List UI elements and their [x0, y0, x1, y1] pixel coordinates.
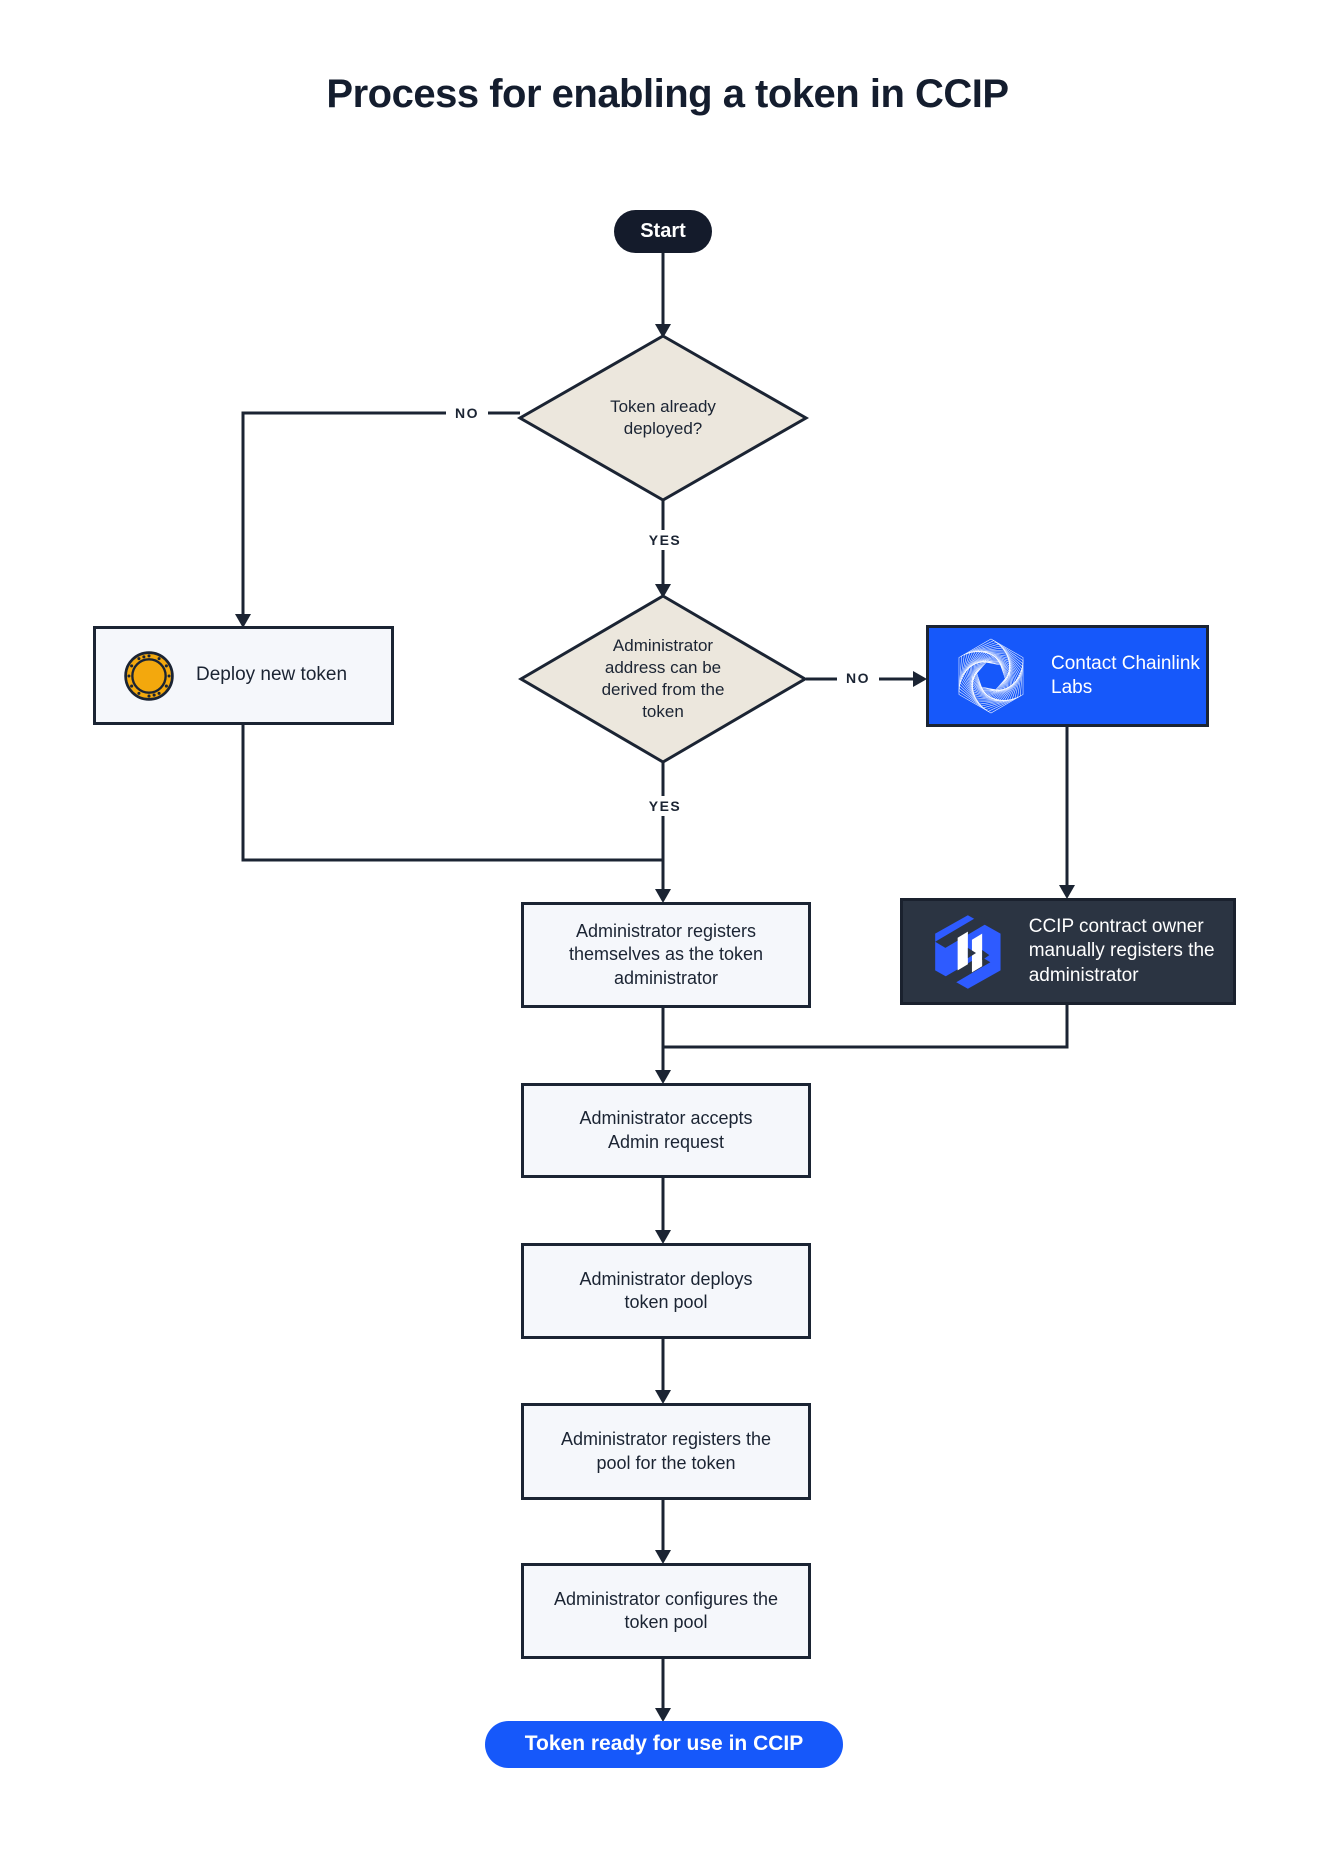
admin-registers-self-label: Administrator registers themselves as th…	[568, 921, 764, 988]
admin-configures-pool-label: Administrator configures the token pool	[553, 1588, 779, 1632]
admin-deploys-pool-label: Administrator deploys token pool	[579, 1268, 753, 1312]
admin-accepts-node: Administrator accepts Admin request	[521, 1083, 811, 1178]
start-label: Start	[640, 219, 686, 242]
admin-configures-pool-node: Administrator configures the token pool	[521, 1563, 811, 1659]
diamond-admin-address	[518, 594, 808, 764]
deploy-new-token-label: Deploy new token	[196, 664, 348, 686]
decision-token-deployed: Token already deployed?	[582, 380, 744, 456]
contact-chainlink-labs-label: Contact Chainlink Labs	[1051, 652, 1200, 698]
admin-deploys-pool-node: Administrator deploys token pool	[521, 1243, 811, 1339]
admin-registers-self-node: Administrator registers themselves as th…	[521, 902, 811, 1008]
decision-diamonds	[516, 334, 810, 764]
ccip-icon	[935, 914, 1001, 989]
edge-label-yes-1: YES	[639, 530, 691, 550]
flow-arrowheads	[235, 324, 1075, 1722]
start-node: Start	[614, 210, 712, 253]
admin-accepts-label: Administrator accepts Admin request	[579, 1108, 753, 1152]
deploy-new-token-node: Deploy new token	[93, 626, 394, 725]
end-label: Token ready for use in CCIP	[524, 1732, 804, 1756]
ccip-owner-registers-node: CCIP contract owner manually registers t…	[900, 898, 1236, 1005]
flow-lines	[241, 252, 1069, 1710]
diamond-token-deployed	[516, 334, 810, 502]
end-node: Token ready for use in CCIP	[485, 1721, 843, 1768]
decision-admin-address: Administrator address can be derived fro…	[587, 625, 739, 733]
decision-token-deployed-label: Token already deployed?	[610, 396, 716, 438]
ccip-owner-registers-label: CCIP contract owner manually registers t…	[1028, 916, 1215, 986]
chainlink-labs-icon	[958, 638, 1024, 714]
admin-registers-pool-node: Administrator registers the pool for the…	[521, 1403, 811, 1500]
coin-icon	[124, 650, 174, 701]
coin-dots	[127, 653, 171, 698]
contact-chainlink-labs-node: Contact Chainlink Labs	[926, 625, 1209, 727]
page-title: Process for enabling a token in CCIP	[326, 72, 1009, 116]
edge-label-no-1: NO	[446, 403, 488, 423]
admin-registers-pool-label: Administrator registers the pool for the…	[560, 1429, 772, 1473]
edge-label-yes-2: YES	[639, 796, 691, 816]
decision-admin-address-label: Administrator address can be derived fro…	[601, 635, 725, 722]
edge-label-no-2: NO	[837, 668, 879, 688]
